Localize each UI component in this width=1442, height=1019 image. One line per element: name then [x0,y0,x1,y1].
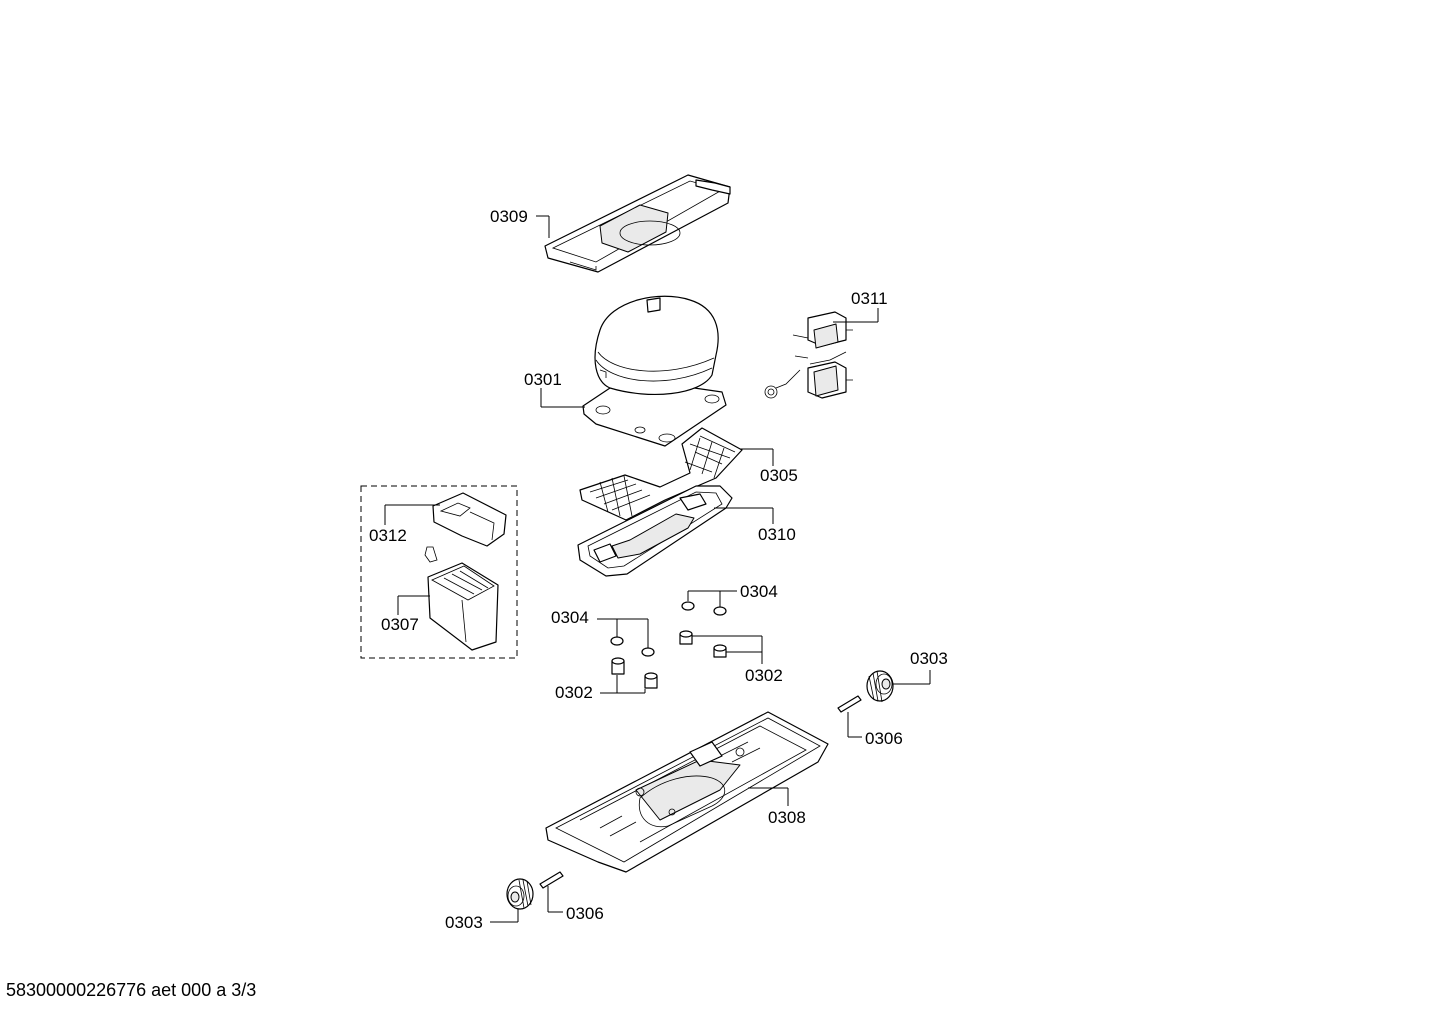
label-0310: 0310 [758,525,796,544]
label-0301: 0301 [524,370,562,389]
label-0305: 0305 [760,466,798,485]
part-0302-grommets-left [611,657,658,689]
label-0303-left: 0303 [445,913,483,932]
part-0309-drip-tray [544,174,731,273]
label-0309: 0309 [490,207,528,226]
label-0304-right: 0304 [740,582,778,601]
label-0303-right: 0303 [910,649,948,668]
part-0303-wheel-left [506,878,534,910]
part-0304-washers-left [610,636,655,657]
label-0306-left: 0306 [566,904,604,923]
label-0312: 0312 [369,526,407,545]
document-id-footer: 58300000226776 aet 000 a 3/3 [6,980,257,1000]
part-0306-axle-right [837,695,862,713]
part-0308-base-plate [545,711,829,873]
part-0304-washers-right [681,601,727,616]
label-0302-right: 0302 [745,666,783,685]
label-0304-left: 0304 [551,608,589,627]
part-0301-compressor [582,295,727,447]
label-0307: 0307 [381,615,419,634]
label-0308: 0308 [768,808,806,827]
part-0311-relay [764,311,853,399]
part-0312-cover [432,492,507,547]
part-0306-axle-left [539,871,564,889]
label-0311: 0311 [851,289,888,308]
label-0302-left: 0302 [555,683,593,702]
part-0307-control-module [424,546,499,651]
part-0305-grille [579,427,743,521]
part-0310-tray [577,485,733,577]
label-0306-right: 0306 [865,729,903,748]
optional-parts-frame [360,485,518,659]
part-0302-grommets-right [679,630,727,658]
part-0303-wheel-right [866,670,894,703]
